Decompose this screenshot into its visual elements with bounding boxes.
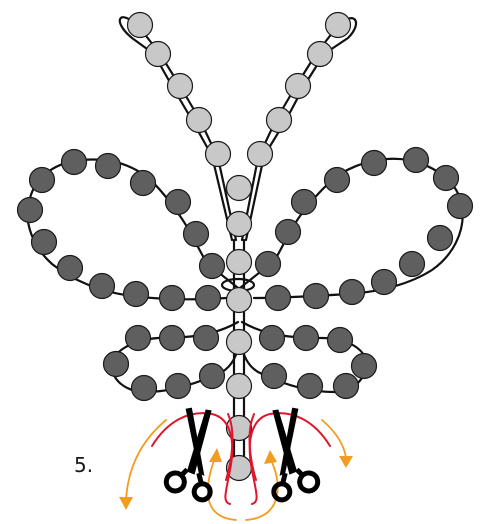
bead bbox=[227, 330, 252, 355]
bead bbox=[160, 326, 185, 351]
bead bbox=[292, 190, 317, 215]
upper-right-wing-beads bbox=[256, 148, 473, 311]
bead bbox=[227, 176, 252, 201]
bead bbox=[260, 326, 285, 351]
bead bbox=[227, 288, 252, 313]
bead bbox=[196, 286, 221, 311]
bead bbox=[90, 274, 115, 299]
arrow-head bbox=[209, 448, 222, 462]
bead bbox=[308, 42, 333, 67]
arrow-head bbox=[339, 456, 353, 468]
bead bbox=[448, 194, 473, 219]
bead bbox=[362, 151, 387, 176]
bead bbox=[276, 220, 301, 245]
bead bbox=[200, 364, 225, 389]
bead bbox=[400, 252, 425, 277]
bead bbox=[434, 166, 459, 191]
bead bbox=[124, 282, 149, 307]
bead bbox=[248, 142, 273, 167]
bead bbox=[352, 354, 377, 379]
bead bbox=[404, 148, 429, 173]
bead bbox=[267, 108, 292, 133]
bead bbox=[326, 13, 351, 38]
bead bbox=[194, 326, 219, 351]
bead bbox=[266, 286, 291, 311]
bead bbox=[128, 13, 153, 38]
bead bbox=[96, 154, 121, 179]
upper-right-wing-thread bbox=[240, 159, 463, 298]
bead bbox=[328, 328, 353, 353]
bead bbox=[206, 142, 231, 167]
bead bbox=[262, 364, 287, 389]
bead bbox=[32, 230, 57, 255]
bead bbox=[184, 222, 209, 247]
bead bbox=[294, 326, 319, 351]
bead bbox=[304, 284, 329, 309]
bead bbox=[132, 376, 157, 401]
arrow-icon bbox=[126, 420, 166, 500]
arrow-head bbox=[119, 497, 133, 510]
bead bbox=[334, 374, 359, 399]
thread-lines bbox=[27, 17, 462, 472]
lower-left-wing-beads bbox=[104, 326, 225, 401]
bead bbox=[200, 254, 225, 279]
left-antenna-beads bbox=[128, 13, 231, 167]
scissors-icon bbox=[164, 405, 221, 500]
bead bbox=[160, 286, 185, 311]
bead bbox=[187, 108, 212, 133]
lower-right-wing-beads bbox=[260, 326, 377, 399]
bead bbox=[227, 250, 252, 275]
bead bbox=[104, 352, 129, 377]
bead bbox=[372, 270, 397, 295]
bead bbox=[30, 168, 55, 193]
bead bbox=[227, 212, 252, 237]
bead bbox=[58, 256, 83, 281]
bead bbox=[62, 150, 87, 175]
bead bbox=[166, 190, 191, 215]
step-number-label: 5. bbox=[74, 453, 93, 477]
bead bbox=[340, 280, 365, 305]
bead bbox=[131, 171, 156, 196]
bead bbox=[126, 326, 151, 351]
bead bbox=[227, 374, 252, 399]
bead bbox=[286, 74, 311, 99]
bead bbox=[146, 42, 171, 67]
bead bbox=[256, 252, 281, 277]
bead bbox=[166, 374, 191, 399]
arrow-head bbox=[264, 450, 277, 464]
bead bbox=[18, 198, 43, 223]
right-antenna-beads bbox=[248, 13, 351, 167]
bead bbox=[168, 74, 193, 99]
bead bbox=[298, 374, 323, 399]
bead bbox=[428, 226, 453, 251]
upper-left-wing-beads bbox=[18, 150, 225, 311]
bead bbox=[325, 168, 350, 193]
